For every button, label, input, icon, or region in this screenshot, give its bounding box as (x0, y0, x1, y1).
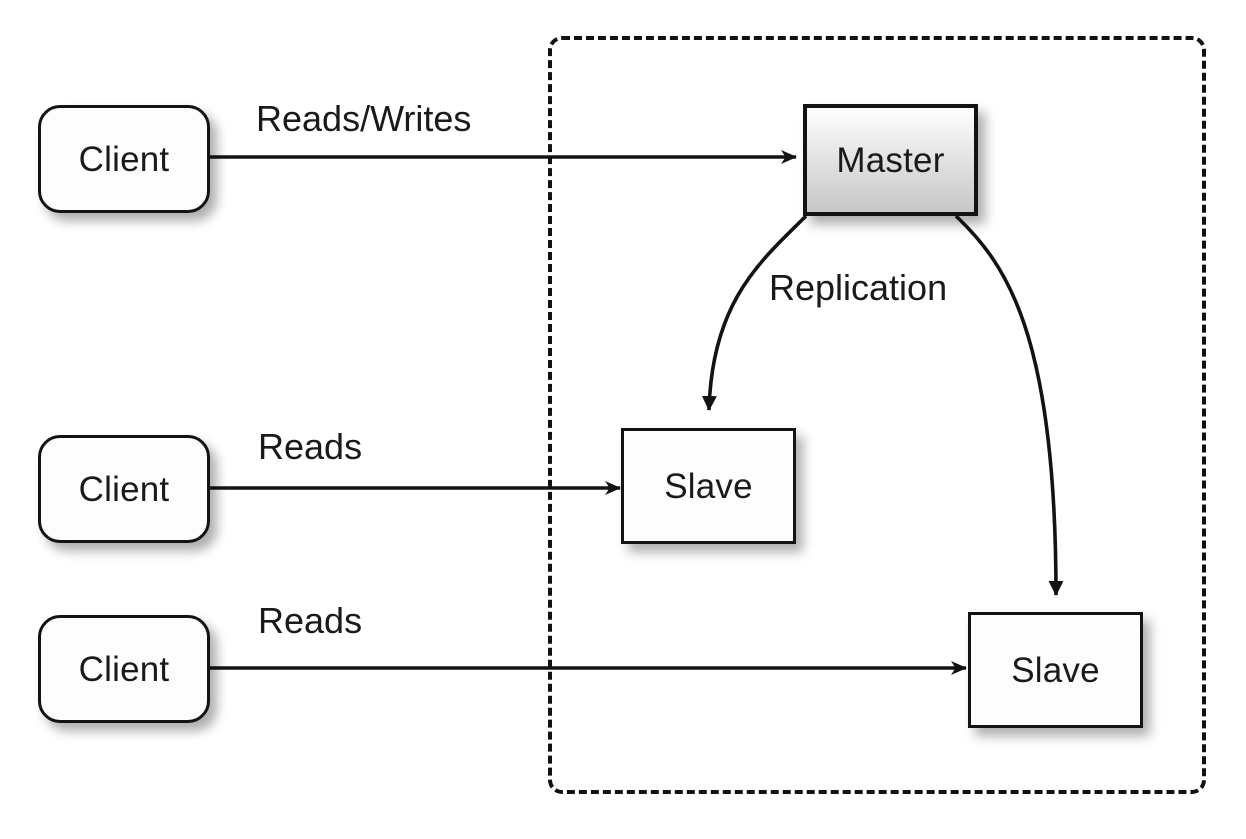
node-master-label: Master (836, 140, 945, 180)
node-client-3-label: Client (78, 649, 170, 689)
node-client-2[interactable]: Client (38, 435, 210, 543)
database-cluster-boundary (548, 36, 1206, 794)
node-client-1-label: Client (78, 139, 170, 179)
node-client-3[interactable]: Client (38, 615, 210, 723)
edge-label-replication: Replication (769, 267, 948, 308)
node-slave-1-label: Slave (664, 466, 753, 506)
node-slave-2[interactable]: Slave (968, 612, 1143, 728)
node-master[interactable]: Master (803, 104, 978, 216)
node-slave-2-label: Slave (1011, 650, 1100, 690)
node-slave-1[interactable]: Slave (621, 428, 796, 544)
edge-label-reads-bottom: Reads (258, 600, 363, 641)
edge-label-reads-writes: Reads/Writes (256, 98, 472, 139)
node-client-2-label: Client (78, 469, 170, 509)
node-client-1[interactable]: Client (38, 105, 210, 213)
edge-label-reads-middle: Reads (258, 426, 363, 467)
